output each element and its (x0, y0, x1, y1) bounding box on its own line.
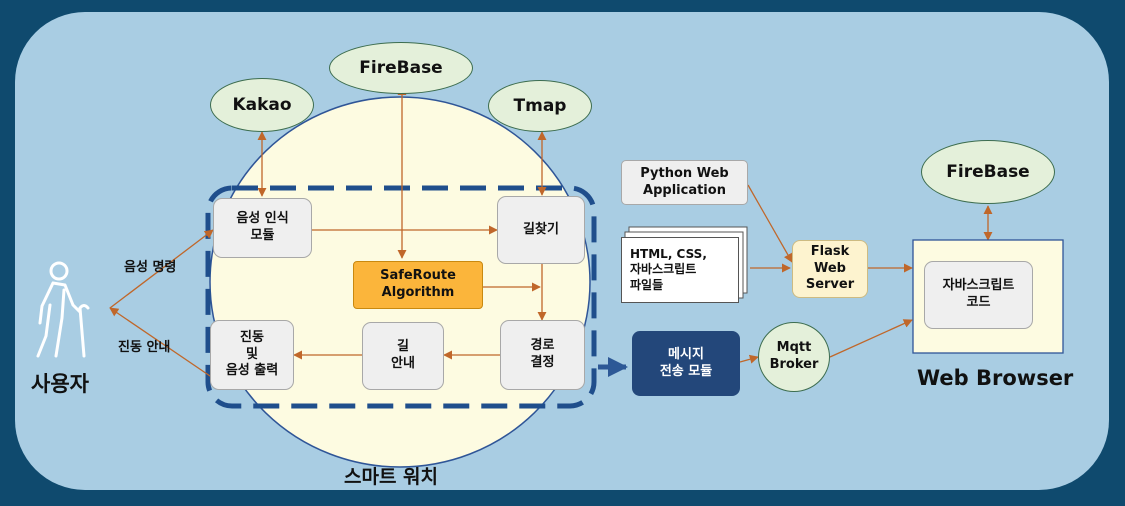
web-browser-label: Web Browser (917, 366, 1074, 390)
python-web-application: Python Web Application (621, 160, 748, 205)
route-decision-module: 경로 결정 (500, 320, 585, 390)
road-guide-module: 길 안내 (362, 322, 444, 390)
static-files-document: HTML, CSS, 자바스크립트 파일들 (621, 237, 739, 303)
smartwatch-label: 스마트 워치 (344, 466, 439, 488)
voice-command-label: 음성 명령 (124, 260, 177, 275)
message-sending-module: 메시지 전송 모듈 (632, 331, 740, 396)
mqtt-to-browser (829, 319, 913, 358)
elderly-user-icon (36, 261, 90, 358)
message-to-mqtt (739, 354, 759, 364)
firebase-top-node: FireBase (329, 42, 473, 94)
vibration-guide-arrow (109, 307, 214, 379)
javascript-code-box: 자바스크립트 코드 (924, 261, 1033, 329)
vibration-voice-output-module: 진동 및 음성 출력 (210, 320, 294, 390)
mqtt-broker-node: Mqtt Broker (758, 322, 830, 392)
pathfinding-module: 길찾기 (497, 196, 585, 264)
voice-recognition-module: 음성 인식 모듈 (213, 198, 312, 258)
firebase-browser-node: FireBase (921, 140, 1055, 204)
tmap-node: Tmap (488, 80, 592, 132)
voice-command-arrow (109, 229, 214, 309)
kakao-node: Kakao (210, 78, 314, 132)
flask-web-server: Flask Web Server (792, 240, 868, 298)
python-to-flask (747, 184, 793, 263)
vibration-guide-label: 진동 안내 (118, 340, 171, 355)
user-label: 사용자 (31, 372, 89, 396)
safe-route-algorithm: SafeRoute Algorithm (353, 261, 483, 309)
